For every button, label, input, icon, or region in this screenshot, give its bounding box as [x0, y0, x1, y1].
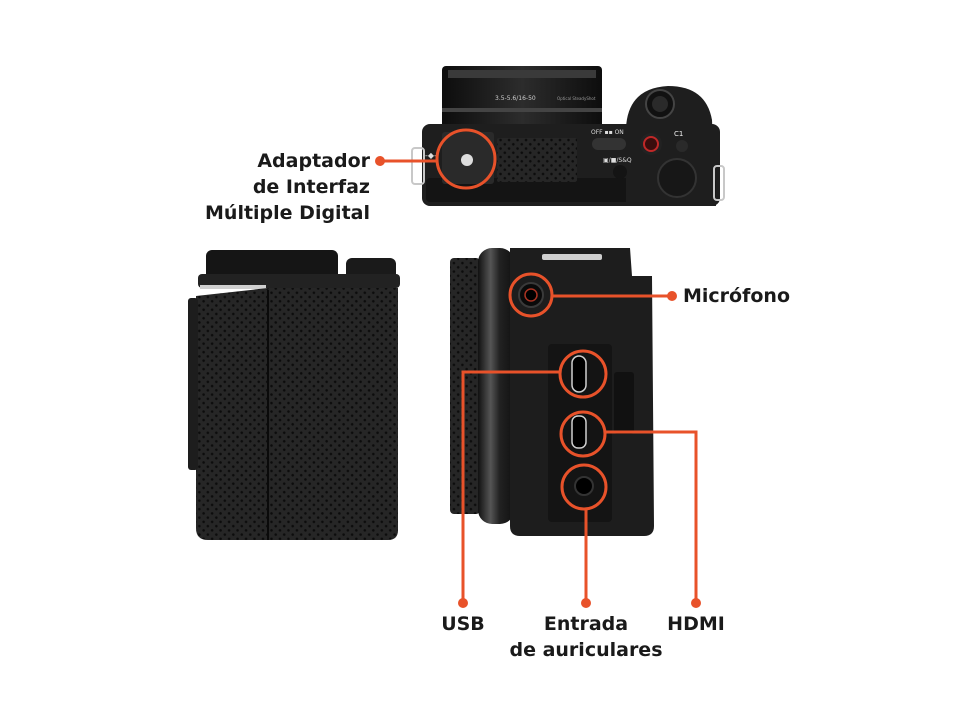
- svg-text:Optical SteadyShot: Optical SteadyShot: [557, 96, 596, 101]
- camera-port-side-view: [450, 248, 654, 536]
- svg-text:C1: C1: [674, 130, 683, 138]
- label-line: Múltiple Digital: [205, 202, 370, 224]
- callout-label-microphone: Micrófono: [683, 283, 790, 309]
- label-line: HDMI: [667, 613, 725, 635]
- svg-text:-◆-: -◆-: [425, 151, 437, 160]
- label-line: de auriculares: [509, 639, 663, 661]
- callout-label-usb: USB: [423, 611, 503, 637]
- callout-dots: [375, 156, 701, 608]
- callout-label-headphone: Entrada de auriculares: [496, 611, 676, 663]
- label-line: Entrada: [543, 613, 629, 635]
- callout-label-hdmi: HDMI: [651, 611, 741, 637]
- callout-label-multi-interface-shoe: Adaptador de Interfaz Múltiple Digital: [180, 148, 370, 226]
- svg-text:▣/■/S&Q: ▣/■/S&Q: [603, 157, 632, 164]
- label-line: USB: [441, 613, 485, 635]
- svg-text:OFF ▪▪ ON: OFF ▪▪ ON: [591, 129, 624, 136]
- label-line: Micrófono: [683, 285, 791, 307]
- label-line: de Interfaz: [252, 176, 370, 198]
- svg-text:3.5-5.6/16-50: 3.5-5.6/16-50: [495, 95, 536, 102]
- label-line: Adaptador: [257, 150, 370, 172]
- callout-lines: [381, 128, 698, 600]
- camera-top-view: 3.5-5.6/16-50 Optical SteadyShot OFF ▪▪ …: [411, 66, 725, 206]
- camera-grip-side-view: [188, 250, 400, 540]
